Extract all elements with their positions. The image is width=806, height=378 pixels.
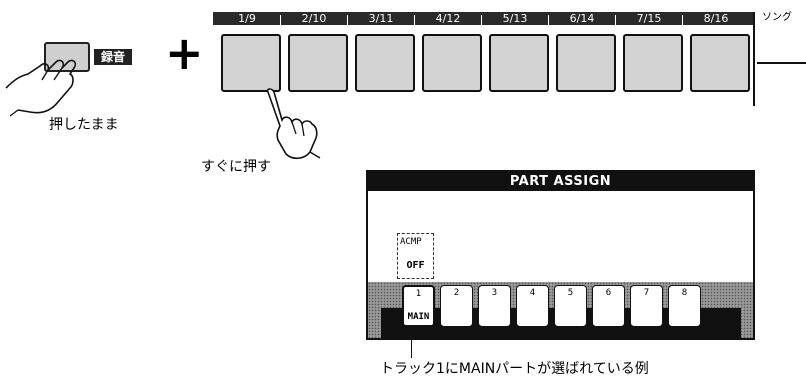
bottom-caption: トラック1にMAINパートが選ばれている例 (380, 361, 649, 377)
record-label: 録音 (94, 49, 132, 65)
pad-button-8[interactable] (690, 34, 750, 92)
pad-header-label: 7/15 (636, 12, 662, 25)
pad-header-label: 1/9 (238, 12, 256, 25)
pad-button-6[interactable] (556, 34, 616, 92)
hand-pointer-icon (266, 88, 321, 160)
pad-header-bar: 1/9 2/10 3/11 4/12 5/13 6/14 7/15 8/16 (213, 12, 753, 25)
track-button-8[interactable]: 8 (668, 285, 701, 327)
track-number: 7 (643, 288, 650, 298)
pad-header-label: 6/14 (569, 12, 595, 25)
track-number: 3 (491, 288, 498, 298)
acmp-label: ACMP (400, 237, 422, 247)
track-button-7[interactable]: 7 (630, 285, 663, 327)
pad-button-2[interactable] (288, 34, 348, 92)
song-label: ソング (762, 12, 792, 23)
press-caption: すぐに押す (201, 159, 271, 175)
track-button-1[interactable]: 1 MAIN (402, 285, 435, 327)
track-button-5[interactable]: 5 (554, 285, 587, 327)
lcd-display: PART ASSIGN ACMP OFF 1 MAIN 2 3 4 5 6 (366, 170, 755, 340)
pad-header-label: 4/12 (435, 12, 461, 25)
track-area: 1 MAIN 2 3 4 5 6 7 8 (368, 282, 753, 338)
pad-header-tick (548, 15, 549, 25)
hand-press-icon (5, 59, 77, 117)
track-number: 5 (567, 288, 574, 298)
pad-header-label: 2/10 (301, 12, 327, 25)
track-button-2[interactable]: 2 (440, 285, 473, 327)
pad-header-label: 3/11 (368, 12, 394, 25)
pad-header-label: 8/16 (703, 12, 729, 25)
track-number: 8 (681, 288, 688, 298)
acmp-value: OFF (406, 260, 425, 271)
pad-button-1[interactable] (221, 34, 281, 92)
pad-header-tick (280, 15, 281, 25)
track-number: 1 (415, 289, 422, 299)
track-number: 2 (453, 288, 460, 298)
pad-header-tick (414, 15, 415, 25)
hold-caption: 押したまま (49, 117, 119, 133)
pad-header-tick (481, 15, 482, 25)
track-button-3[interactable]: 3 (478, 285, 511, 327)
track-button-6[interactable]: 6 (592, 285, 625, 327)
pad-header-tick (347, 15, 348, 25)
caption-leader-line (411, 336, 412, 358)
pad-header-tick (615, 15, 616, 25)
pad-header-label: 5/13 (502, 12, 528, 25)
track-number: 6 (605, 288, 612, 298)
lcd-title: PART ASSIGN (368, 172, 753, 191)
pad-button-5[interactable] (489, 34, 549, 92)
acmp-setting[interactable]: ACMP OFF (397, 233, 434, 279)
track-part: MAIN (407, 312, 430, 322)
plus-sign: + (165, 26, 204, 80)
track-button-4[interactable]: 4 (516, 285, 549, 327)
pad-header-tick (682, 15, 683, 25)
pad-button-4[interactable] (422, 34, 482, 92)
pad-button-3[interactable] (355, 34, 415, 92)
pad-strip: 1/9 2/10 3/11 4/12 5/13 6/14 7/15 8/16 (213, 12, 755, 106)
track-number: 4 (529, 288, 536, 298)
pad-button-7[interactable] (623, 34, 683, 92)
song-leader-line (757, 62, 806, 64)
